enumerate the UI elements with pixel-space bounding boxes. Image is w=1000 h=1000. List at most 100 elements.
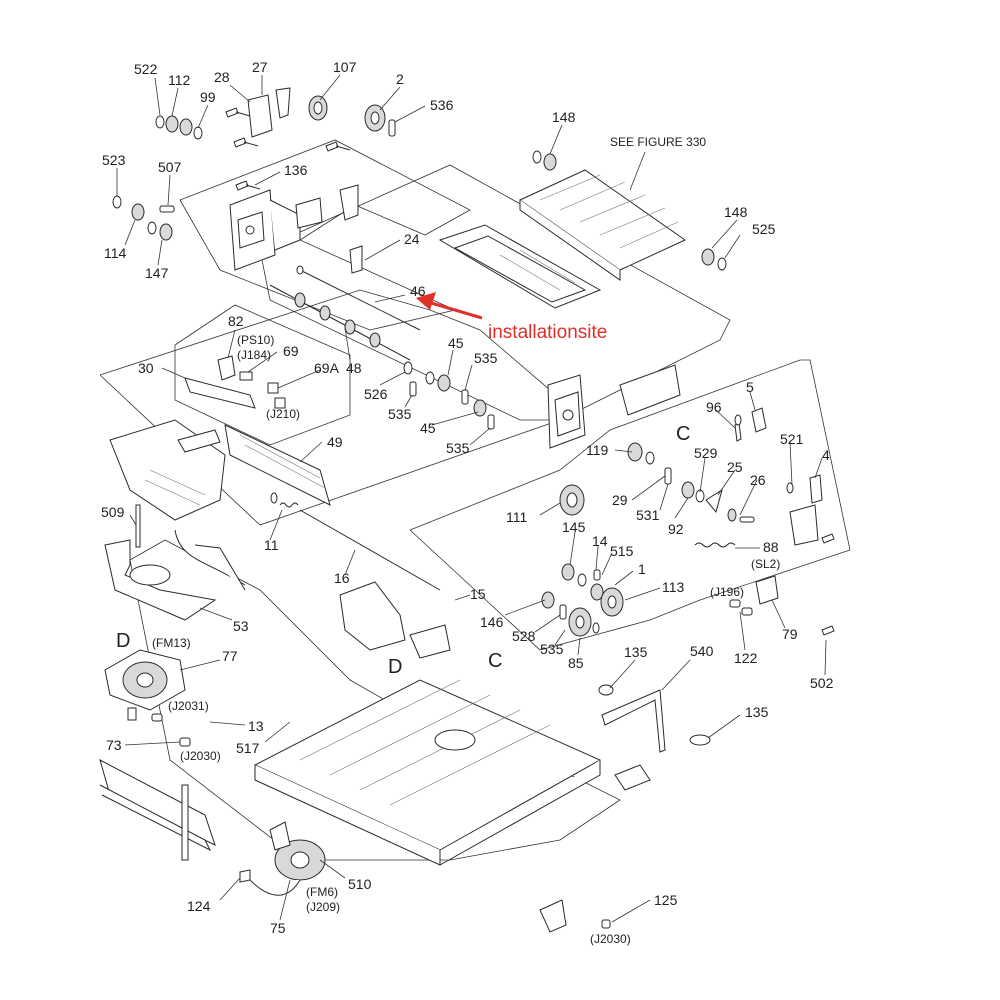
bushings-112 <box>155 115 203 140</box>
transfer-unit-330 <box>519 169 686 281</box>
bracket-540 <box>598 684 711 791</box>
ps10-note: (PS10) <box>237 333 274 347</box>
solenoid-79 <box>729 575 835 636</box>
bushings-45-535 <box>403 361 495 430</box>
callout-85: 85 <box>568 655 584 671</box>
callout-111: 111 <box>506 509 527 525</box>
bracket-136 <box>295 184 359 229</box>
j2030-note-bottom: (J2030) <box>590 932 631 946</box>
installation-arrow <box>416 292 483 320</box>
section-c-right: C <box>676 423 690 445</box>
callout-79: 79 <box>782 626 798 642</box>
callout-24: 24 <box>404 231 420 247</box>
callout-27: 27 <box>252 59 268 75</box>
callout-73: 73 <box>106 737 122 753</box>
fan-duct-upper <box>109 419 226 521</box>
callout-114: 114 <box>104 245 127 261</box>
bushings-114-147 <box>112 195 175 241</box>
screws-upper <box>225 107 351 191</box>
callout-16: 16 <box>334 570 350 586</box>
callout-135-top: 135 <box>624 644 648 660</box>
callout-526: 526 <box>364 386 388 402</box>
roller-subgroup-outline <box>174 304 351 446</box>
duct-center <box>339 581 451 659</box>
roller-shaft-46 <box>296 265 421 331</box>
j196-note: (J196) <box>710 585 744 599</box>
callout-11: 11 <box>264 537 279 553</box>
callout-119: 119 <box>586 442 609 458</box>
bracket-4-521 <box>786 474 835 546</box>
drive-gears <box>541 563 624 637</box>
callout-2: 2 <box>396 71 404 87</box>
callout-136: 136 <box>284 162 308 178</box>
callout-13: 13 <box>248 718 264 734</box>
callout-535-b: 535 <box>388 406 412 422</box>
callout-146: 146 <box>480 614 504 630</box>
callout-29: 29 <box>612 492 628 508</box>
gears-right-upper <box>559 442 705 516</box>
j184-note: (J184) <box>237 348 271 362</box>
callout-69a: 69A <box>314 360 340 376</box>
callout-4: 4 <box>822 447 830 463</box>
callout-515: 515 <box>610 543 634 559</box>
callout-507: 507 <box>158 159 182 175</box>
callout-522: 522 <box>134 61 158 77</box>
callout-517: 517 <box>236 740 260 756</box>
callout-25: 25 <box>727 459 743 475</box>
callout-107: 107 <box>333 59 357 75</box>
callout-540: 540 <box>690 643 714 659</box>
callout-122: 122 <box>734 650 758 666</box>
section-c-bottom: C <box>488 650 502 672</box>
pulley-2 <box>364 104 386 132</box>
callout-69: 69 <box>283 343 299 359</box>
callout-148-right: 148 <box>724 204 748 220</box>
middle-group-outline <box>99 289 561 526</box>
callout-53: 53 <box>233 618 249 634</box>
fm6-note: (FM6) <box>306 885 338 899</box>
callout-75: 75 <box>270 920 286 936</box>
callout-45-top: 45 <box>448 335 464 351</box>
callout-49: 49 <box>327 434 343 450</box>
j2031-note: (J2031) <box>168 699 209 713</box>
callout-535-c: 535 <box>446 440 470 456</box>
callout-125: 125 <box>654 892 678 908</box>
leader-lines <box>116 74 827 923</box>
spring-11-and-wire-16 <box>270 492 441 591</box>
callout-15: 15 <box>470 586 486 602</box>
bushings-148 <box>532 150 727 271</box>
callout-135-right: 135 <box>745 704 769 720</box>
callout-14: 14 <box>592 533 608 549</box>
callout-528: 528 <box>512 628 536 644</box>
callout-96: 96 <box>706 399 722 415</box>
callout-145: 145 <box>562 519 586 535</box>
roller-shaft-48 <box>269 284 411 361</box>
callout-124: 124 <box>187 898 211 914</box>
callout-531: 531 <box>636 507 660 523</box>
connectors-left <box>127 707 191 747</box>
rail-124-side <box>99 759 216 861</box>
callout-99: 99 <box>200 89 216 105</box>
j209-note: (J209) <box>306 900 340 914</box>
side-bracket-left <box>229 189 301 271</box>
j2030-note-left: (J2030) <box>180 749 221 763</box>
callout-113: 113 <box>662 579 685 595</box>
callout-529: 529 <box>694 445 718 461</box>
installation-site-label: installationsite <box>488 322 607 343</box>
callout-536: 536 <box>430 97 454 113</box>
callout-112: 112 <box>168 72 191 88</box>
gear-107 <box>308 95 328 121</box>
sensor-bracket-30 <box>184 355 286 409</box>
clip-125 <box>539 899 611 933</box>
callout-523: 523 <box>102 152 126 168</box>
callout-521: 521 <box>780 431 804 447</box>
top-frame-46 <box>438 224 602 309</box>
callout-1: 1 <box>638 561 646 577</box>
callout-48: 48 <box>346 360 362 376</box>
callout-535-d: 535 <box>540 641 564 657</box>
section-d-left: D <box>116 630 130 652</box>
fm13-note: (FM13) <box>152 636 191 650</box>
callout-28: 28 <box>214 69 230 85</box>
side-plate-right <box>547 374 586 449</box>
callout-88: 88 <box>763 539 779 555</box>
